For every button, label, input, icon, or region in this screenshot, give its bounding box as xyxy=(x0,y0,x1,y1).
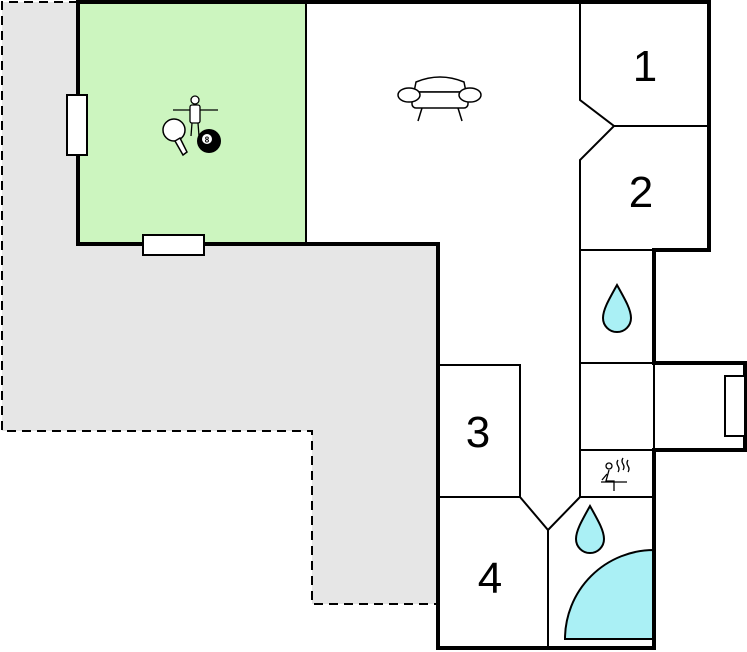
terrace-area xyxy=(2,2,438,604)
building xyxy=(66,0,747,650)
water-drop-icon xyxy=(601,282,633,333)
window-icon xyxy=(724,375,746,437)
terrace-dashed-border xyxy=(1,1,438,605)
water-drop-icon xyxy=(574,503,606,554)
room-label-2: 2 xyxy=(629,168,653,217)
room-label-1: 1 xyxy=(633,42,657,91)
sofa-icon xyxy=(397,76,482,122)
billiard-ball-icon: 8 xyxy=(197,129,221,153)
terrace xyxy=(1,1,438,605)
whirlpool-icon xyxy=(563,548,655,640)
window-icon xyxy=(142,234,205,256)
table-football-icon xyxy=(173,95,218,137)
window-icon xyxy=(66,94,88,156)
room-label-3: 3 xyxy=(466,408,490,457)
sauna-icon xyxy=(601,457,630,491)
interior-walls xyxy=(305,2,709,648)
room-label-4: 4 xyxy=(478,554,502,603)
outer-walls xyxy=(76,0,747,650)
billiard-ball-number: 8 xyxy=(205,136,210,145)
table-tennis-icon xyxy=(162,118,188,157)
